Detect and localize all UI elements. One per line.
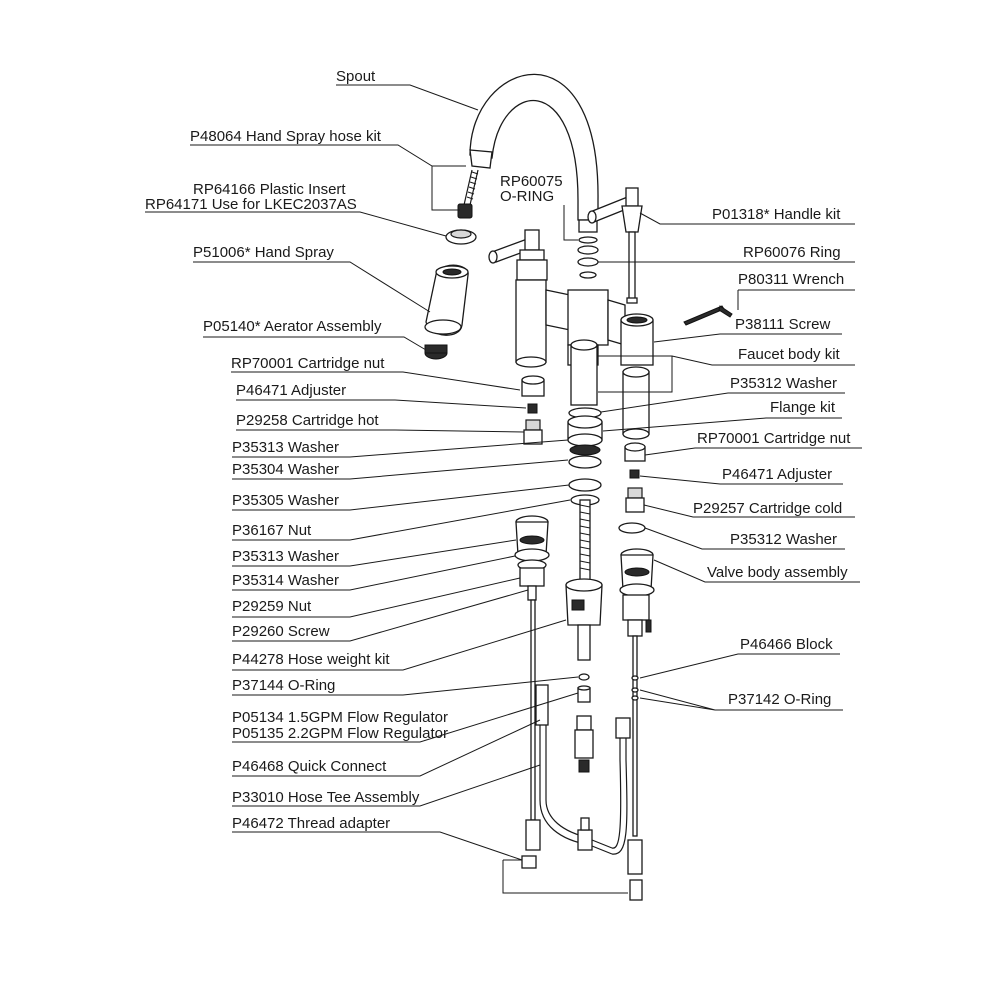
label-valve-body-assembly: Valve body assembly — [707, 564, 848, 581]
leader-lines — [145, 84, 862, 894]
label-screw-p29260: P29260 Screw — [232, 623, 330, 640]
faucet-body-left-drawing — [515, 279, 571, 368]
label-washer-p35312-a: P35312 Washer — [730, 375, 838, 392]
label-cartridge-cold: P29257 Cartridge cold — [693, 500, 843, 517]
label-adjuster-right: P46471 Adjuster — [722, 466, 833, 483]
label-adjuster-left: P46471 Adjuster — [236, 382, 347, 399]
label-hand-spray-hose-kit: P48064 Hand Spray hose kit — [190, 128, 381, 145]
label-o-ring-rp60075-code: RP60075 — [500, 173, 563, 190]
left-handle-drawing — [488, 229, 548, 281]
label-cartridge-nut-left: RP70001 Cartridge nut — [231, 355, 385, 372]
o-ring-p37144-drawing — [578, 673, 590, 681]
hose-tee-drawing — [535, 684, 631, 855]
label-flow-regulator-22: P05135 2.2GPM Flow Regulator — [232, 725, 448, 742]
label-nut-p36167: P36167 Nut — [232, 522, 312, 539]
label-washer-p35313-a: P35313 Washer — [232, 439, 340, 456]
hose-weight-drawing — [565, 578, 603, 661]
label-cartridge-hot: P29258 Cartridge hot — [236, 412, 379, 429]
plastic-insert-drawing — [445, 229, 477, 245]
label-plastic-insert-variant: RP64171 Use for LKEC2037AS — [145, 196, 357, 213]
hand-spray-hose-drawing — [457, 169, 479, 219]
label-block: P46466 Block — [740, 636, 833, 653]
label-o-ring-p37142: P37142 O-Ring — [728, 691, 832, 708]
label-washer-p35304: P35304 Washer — [232, 461, 340, 478]
label-hose-tee-assembly: P33010 Hose Tee Assembly — [232, 789, 420, 806]
thread-adapters-drawing — [521, 819, 643, 901]
label-cartridge-nut-right: RP70001 Cartridge nut — [697, 430, 851, 447]
label-quick-connect: P46468 Quick Connect — [232, 758, 387, 775]
label-ring-rp60076: RP60076 Ring — [743, 244, 841, 261]
label-o-ring-rp60075-name: O-RING — [500, 188, 555, 205]
label-faucet-body-kit: Faucet body kit — [738, 346, 840, 363]
label-screw-p38111: P38111 Screw — [735, 316, 831, 333]
shank-drawing — [570, 339, 598, 406]
label-o-ring-p37144: P37144 O-Ring — [232, 677, 336, 694]
right-handle-drawing — [587, 187, 643, 304]
spout-drawing — [469, 73, 599, 221]
label-aerator-assembly: P05140* Aerator Assembly — [203, 318, 382, 335]
label-washer-p35314: P35314 Washer — [232, 572, 340, 589]
label-washer-p35313-b: P35313 Washer — [232, 548, 340, 565]
label-hand-spray: P51006* Hand Spray — [193, 244, 334, 261]
label-hose-weight-kit: P44278 Hose weight kit — [232, 651, 390, 668]
label-handle-kit: P01318* Handle kit — [712, 206, 841, 223]
center-washer-stack-drawing — [567, 407, 603, 506]
label-nut-p29259: P29259 Nut — [232, 598, 312, 615]
label-flow-regulator-15: P05134 1.5GPM Flow Regulator — [232, 709, 448, 726]
label-plastic-insert: RP64166 Plastic Insert — [193, 181, 346, 198]
hand-spray-drawing — [424, 264, 469, 336]
quick-connect-drawing — [574, 715, 594, 773]
left-valve-body-drawing — [514, 515, 550, 821]
label-spout: Spout — [336, 68, 376, 85]
wrench-drawing — [683, 305, 733, 326]
right-valve-body-drawing — [619, 548, 655, 837]
spout-mount-drawing — [577, 219, 599, 279]
faucet-body-right-drawing — [620, 313, 654, 366]
label-flange-kit: Flange kit — [770, 399, 836, 416]
label-washer-p35305: P35305 Washer — [232, 492, 340, 509]
label-thread-adapter: P46472 Thread adapter — [232, 815, 391, 832]
label-washer-p35312-b: P35312 Washer — [730, 531, 838, 548]
threaded-rod-drawing — [579, 499, 591, 581]
flow-regulator-drawing — [577, 685, 591, 703]
left-cartridge-stack-drawing — [521, 375, 545, 445]
label-wrench: P80311 Wrench — [738, 271, 845, 288]
aerator-drawing — [424, 344, 448, 360]
right-cartridge-stack-drawing — [618, 442, 646, 534]
right-sleeve-drawing — [622, 366, 650, 440]
